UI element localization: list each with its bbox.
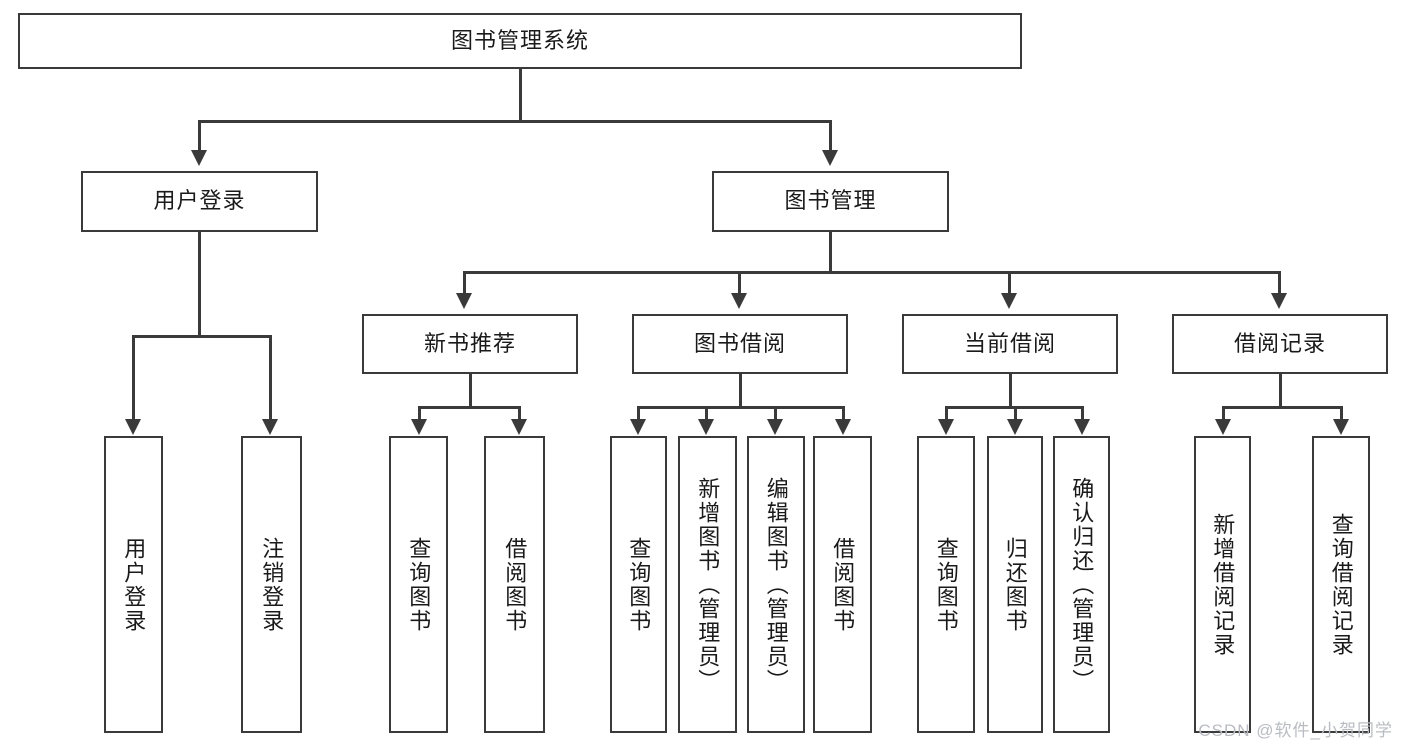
node-label: 用户登录 xyxy=(153,188,246,214)
arrowhead-new-book-recommend xyxy=(456,293,472,309)
edge-user-login-stem xyxy=(198,232,201,337)
node-label: 借阅图书 xyxy=(502,536,528,633)
edge-drop-nbr-leaf-2 xyxy=(518,406,521,420)
node-current-borrow[interactable]: 当前借阅 xyxy=(902,314,1118,374)
node-label: 编辑图书（管理员） xyxy=(763,476,789,693)
leaf-bb-add-book-admin[interactable]: 新增图书（管理员） xyxy=(678,436,737,733)
node-label: 新书推荐 xyxy=(423,330,516,356)
edge-level2-rail xyxy=(199,120,832,123)
edge-drop-cb-leaf-2 xyxy=(1014,406,1017,420)
node-label: 新增图书（管理员） xyxy=(695,476,721,693)
edge-drop-br-leaf-2 xyxy=(1340,406,1343,420)
edge-new-book-recommend-rail xyxy=(419,406,520,409)
arrowhead-book-management xyxy=(822,150,838,166)
edge-drop-bb-leaf-4 xyxy=(842,406,845,420)
node-label: 查询图书 xyxy=(406,536,432,633)
edge-root-stem xyxy=(519,69,522,122)
leaf-br-add-record[interactable]: 新增借阅记录 xyxy=(1194,436,1251,733)
node-label: 图书借阅 xyxy=(693,330,786,356)
node-label: 查询图书 xyxy=(626,536,652,633)
leaf-cb-return-book[interactable]: 归还图书 xyxy=(987,436,1043,733)
node-user-login[interactable]: 用户登录 xyxy=(81,171,318,232)
arrowhead-current-borrow xyxy=(1001,293,1017,309)
arrowhead-bb-leaf-2 xyxy=(698,419,714,435)
arrowhead-cb-leaf-2 xyxy=(1007,419,1023,435)
node-label: 新增借阅记录 xyxy=(1210,512,1236,657)
node-new-book-recommend[interactable]: 新书推荐 xyxy=(362,314,578,374)
node-label: 查询图书 xyxy=(933,536,959,633)
arrowhead-bb-leaf-4 xyxy=(835,419,851,435)
node-label: 注销登录 xyxy=(259,536,285,633)
node-label: 借阅图书 xyxy=(830,536,856,633)
arrowhead-cb-leaf-3 xyxy=(1074,419,1090,435)
leaf-bb-edit-book-admin[interactable]: 编辑图书（管理员） xyxy=(747,436,805,733)
edge-drop-bb-leaf-3 xyxy=(774,406,777,420)
edge-drop-cb-leaf-1 xyxy=(945,406,948,420)
edge-drop-book-management xyxy=(829,120,832,152)
leaf-user-login-logout[interactable]: 注销登录 xyxy=(241,436,302,733)
node-label: 借阅记录 xyxy=(1233,330,1326,356)
arrowhead-br-leaf-2 xyxy=(1333,419,1349,435)
arrowhead-borrow-record xyxy=(1271,293,1287,309)
edge-borrow-record-stem xyxy=(1279,374,1282,408)
leaf-nbr-query-book[interactable]: 查询图书 xyxy=(389,436,448,733)
edge-drop-leaf-user-login-1 xyxy=(132,335,135,421)
arrowhead-user-login xyxy=(191,150,207,166)
leaf-bb-query-book[interactable]: 查询图书 xyxy=(610,436,667,733)
edge-drop-bb-leaf-1 xyxy=(637,406,640,420)
arrowhead-leaf-user-login-1 xyxy=(125,419,141,435)
node-borrow-record[interactable]: 借阅记录 xyxy=(1172,314,1388,374)
node-book-borrow[interactable]: 图书借阅 xyxy=(632,314,848,374)
edge-drop-br-leaf-1 xyxy=(1222,406,1225,420)
leaf-cb-confirm-return-admin[interactable]: 确认归还（管理员） xyxy=(1053,436,1110,733)
arrowhead-nbr-leaf-1 xyxy=(411,419,427,435)
node-label: 图书管理系统 xyxy=(450,27,589,53)
arrowhead-bb-leaf-1 xyxy=(630,419,646,435)
edge-drop-new-book-recommend xyxy=(463,271,466,295)
edge-drop-nbr-leaf-1 xyxy=(418,406,421,420)
leaf-cb-query-book[interactable]: 查询图书 xyxy=(917,436,975,733)
edge-drop-book-borrow xyxy=(738,271,741,295)
edge-drop-user-login xyxy=(198,120,201,152)
node-label: 归还图书 xyxy=(1002,536,1028,633)
edge-drop-leaf-user-login-2 xyxy=(269,335,272,421)
edge-book-borrow-rail xyxy=(638,406,845,409)
arrowhead-bb-leaf-3 xyxy=(767,419,783,435)
node-label: 图书管理 xyxy=(784,188,877,214)
arrowhead-book-borrow xyxy=(731,293,747,309)
node-label: 查询借阅记录 xyxy=(1328,512,1354,657)
edge-drop-bb-leaf-2 xyxy=(705,406,708,420)
arrowhead-cb-leaf-1 xyxy=(938,419,954,435)
edge-user-login-rail xyxy=(133,335,269,338)
node-root-book-management-system[interactable]: 图书管理系统 xyxy=(18,13,1022,69)
edge-borrow-record-rail xyxy=(1223,406,1342,409)
leaf-user-login-login[interactable]: 用户登录 xyxy=(104,436,163,733)
arrowhead-br-leaf-1 xyxy=(1215,419,1231,435)
edge-level3-rail xyxy=(464,271,1281,274)
node-label: 当前借阅 xyxy=(963,330,1056,356)
leaf-br-query-record[interactable]: 查询借阅记录 xyxy=(1312,436,1370,733)
edge-drop-current-borrow xyxy=(1008,271,1011,295)
edge-new-book-recommend-stem xyxy=(469,374,472,408)
node-label: 用户登录 xyxy=(121,536,147,633)
edge-current-borrow-stem xyxy=(1009,374,1012,408)
node-label: 确认归还（管理员） xyxy=(1069,476,1095,693)
edge-drop-borrow-record xyxy=(1278,271,1281,295)
edge-book-management-stem xyxy=(829,232,832,273)
edge-book-borrow-stem xyxy=(739,374,742,408)
edge-drop-cb-leaf-3 xyxy=(1081,406,1084,420)
leaf-nbr-borrow-book[interactable]: 借阅图书 xyxy=(484,436,545,733)
leaf-bb-borrow-book[interactable]: 借阅图书 xyxy=(813,436,872,733)
arrowhead-leaf-user-login-2 xyxy=(262,419,278,435)
arrowhead-nbr-leaf-2 xyxy=(511,419,527,435)
node-book-management[interactable]: 图书管理 xyxy=(712,171,949,232)
